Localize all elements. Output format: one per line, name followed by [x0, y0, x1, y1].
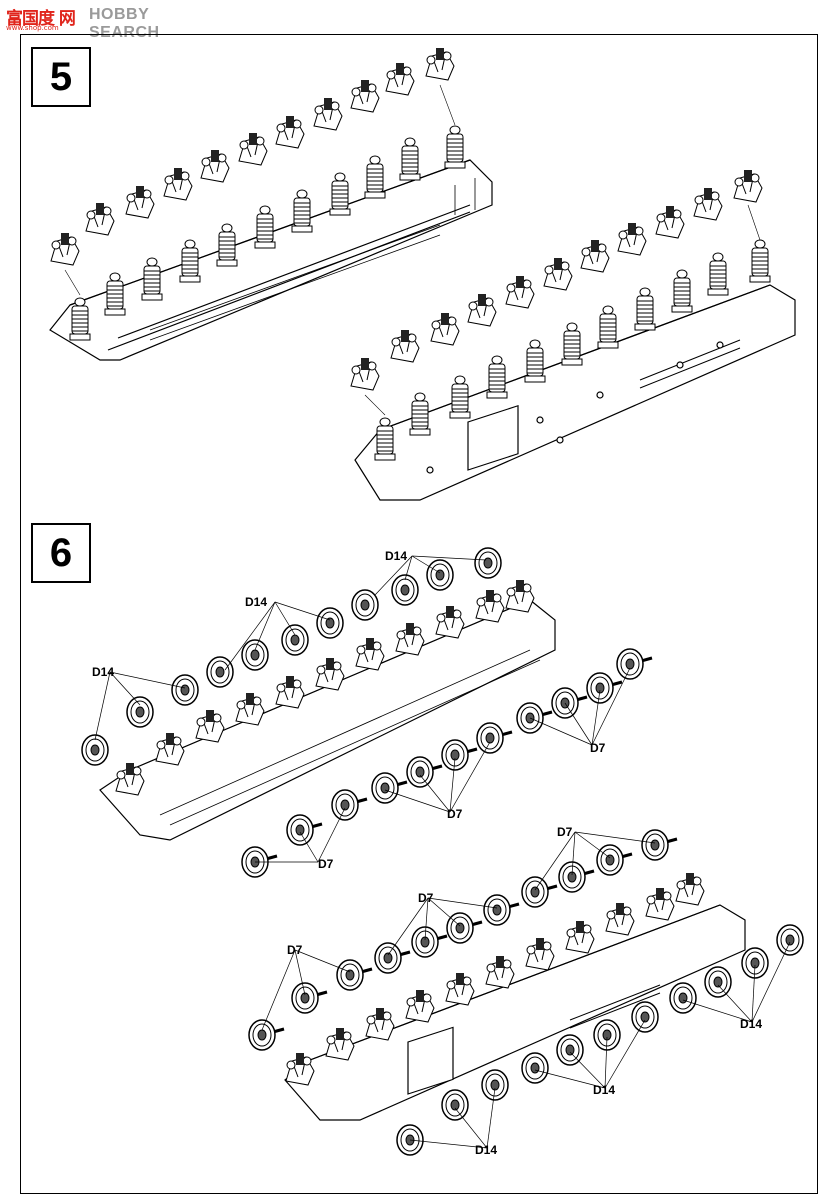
watermark-brand: HOBBY SEARCH — [89, 6, 160, 41]
step6-chassis-right — [284, 904, 746, 1121]
step5-guide-lines — [64, 84, 761, 416]
callout-leader-lines — [94, 555, 791, 1149]
watermark-url: www.shop.com — [6, 24, 59, 32]
callout-d14-step6b-right: D14 — [740, 1017, 762, 1031]
callout-d7-step6b-left: D7 — [287, 943, 303, 957]
step6-chassis-left — [99, 599, 556, 841]
watermark-logo: 富国度 网 HOBBY SEARCH www.shop.com — [2, 2, 202, 41]
step5-chassis-right — [354, 284, 796, 501]
callout-d14-top: D14 — [385, 549, 407, 563]
step-number-6: 6 — [31, 523, 91, 583]
callout-d14-step6b-bottom: D14 — [475, 1143, 497, 1157]
watermark-chinese: 富国度 网 — [6, 9, 76, 29]
callout-d14-step6b-middle: D14 — [593, 1083, 615, 1097]
callout-d14-middle: D14 — [245, 595, 267, 609]
callout-d7-step6b-middle: D7 — [418, 891, 434, 905]
page-frame — [20, 34, 818, 1194]
step-number-5: 5 — [31, 47, 91, 107]
callout-d7-right: D7 — [590, 741, 606, 755]
callout-d7-step6b-top: D7 — [557, 825, 573, 839]
callout-d7-middle: D7 — [447, 807, 463, 821]
step5-chassis-left — [49, 159, 493, 361]
callout-d7-lower: D7 — [318, 857, 334, 871]
callout-d14-left: D14 — [92, 665, 114, 679]
